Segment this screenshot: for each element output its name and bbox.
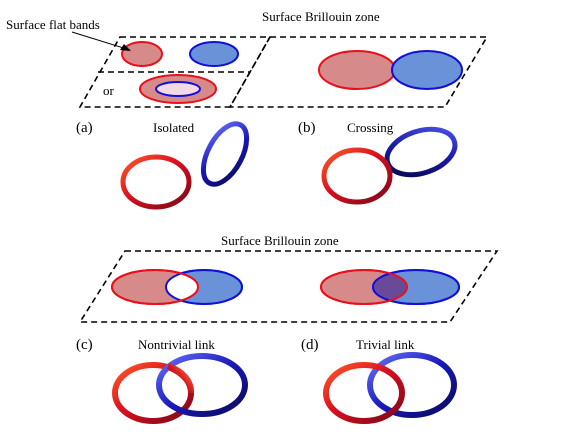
rings-nontrivial-link	[112, 353, 248, 424]
flat-band-blue-a	[189, 41, 239, 67]
flat-band-arrow	[71, 31, 131, 51]
rings-isolated	[120, 121, 250, 210]
rings-trivial-link	[323, 352, 457, 424]
ring-red-a	[120, 154, 192, 210]
flat-band-red-d-outline	[320, 269, 408, 305]
label-crossing: Crossing	[347, 120, 394, 135]
flat-band-blue-d-outline	[372, 269, 460, 305]
ring-red-c-over	[166, 363, 195, 394]
label-surface-flat-bands: Surface flat bands	[6, 17, 100, 32]
flat-band-red-a	[121, 41, 163, 67]
label-panel-b: (b)	[298, 120, 316, 136]
flat-band-arrowhead	[120, 44, 131, 51]
label-panel-d: (d)	[301, 337, 319, 353]
bz-parallelogram-b	[228, 36, 489, 108]
ring-red-d	[323, 362, 405, 424]
label-panel-a: (a)	[76, 120, 93, 136]
label-surface-bz-top: Surface Brillouin zone	[262, 9, 380, 24]
ring-blue-c	[156, 353, 248, 417]
label-or: or	[103, 83, 115, 98]
bottom-brillouin-zone-group	[78, 250, 499, 323]
label-panel-c: (c)	[76, 337, 93, 353]
flat-band-blue-b	[391, 50, 463, 90]
flat-band-blue-c-outline	[165, 269, 243, 305]
ring-blue-a	[200, 121, 250, 187]
flat-band-overlap-c	[166, 270, 198, 304]
label-isolated: Isolated	[153, 120, 195, 135]
ring-red-b	[321, 147, 393, 205]
top-brillouin-zone-group	[71, 31, 489, 108]
flat-band-overlap-d	[373, 270, 407, 304]
flat-band-inner-blue	[155, 81, 201, 97]
flat-band-red-c-outline	[111, 269, 199, 305]
label-trivial-link: Trivial link	[356, 337, 415, 352]
label-nontrivial-link: Nontrivial link	[138, 337, 215, 352]
bz-parallelogram-bottom	[78, 250, 499, 323]
rings-crossing	[321, 126, 458, 205]
label-surface-bz-bottom: Surface Brillouin zone	[221, 233, 339, 248]
ring-blue-d	[367, 352, 457, 418]
flat-band-red-b	[318, 50, 396, 90]
